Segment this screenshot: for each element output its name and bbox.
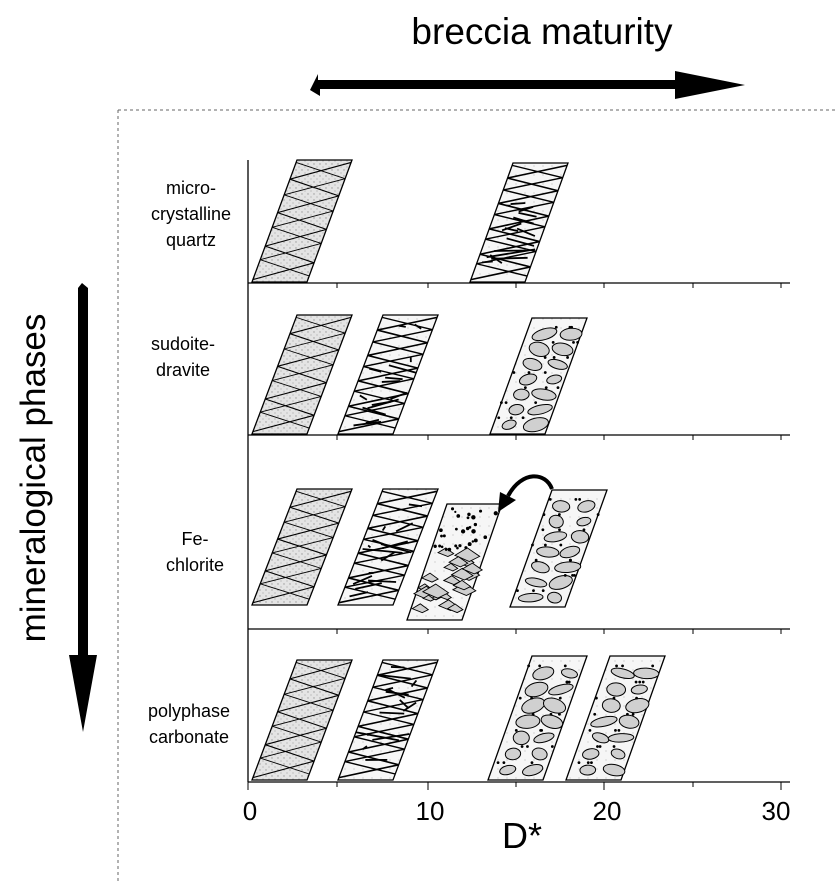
sketch-sudoite-2 (337, 314, 439, 435)
row-label-line: quartz (166, 230, 216, 250)
tick-marks (247, 283, 782, 790)
sketch-fechlorite-rubble (406, 503, 503, 621)
x-tick-30: 30 (762, 796, 791, 826)
row-label-line: polyphase (148, 701, 230, 721)
sketch-carbonate-1 (251, 659, 353, 781)
figure-frame (117, 109, 838, 884)
sketch-carbonate-4 (565, 655, 666, 781)
row-label-sudoite: sudoite- dravite (151, 334, 215, 380)
sketch-quartz-mature (469, 162, 569, 283)
row-baselines (247, 160, 790, 783)
sketch-quartz-early (251, 159, 353, 283)
left-arrow-label: mineralogical phases (14, 314, 53, 643)
row-label-line: crystalline (151, 204, 231, 224)
x-tick-0: 0 (243, 796, 257, 826)
top-arrow-label: breccia maturity (411, 11, 673, 52)
x-tick-20: 20 (593, 796, 622, 826)
row-label-line: chlorite (166, 555, 224, 575)
row-label-line: micro- (166, 178, 216, 198)
x-axis-label: D* (502, 815, 542, 856)
row-label-line: Fe- (182, 529, 209, 549)
sketch-carbonate-3 (487, 655, 588, 781)
sketch-sudoite-1 (251, 314, 353, 435)
breccia-maturity-arrow (310, 71, 745, 99)
feedback-arrow (498, 474, 554, 512)
sketch-fechlorite-2 (337, 488, 439, 606)
mineralogical-phases-arrow (69, 283, 97, 732)
row-label-carbonate: polyphase carbonate (148, 701, 230, 747)
row-label-line: carbonate (149, 727, 229, 747)
sketch-sudoite-3 (489, 317, 588, 435)
row-label-line: sudoite- (151, 334, 215, 354)
sketch-carbonate-2 (337, 659, 439, 781)
breccia-sketches (251, 159, 666, 781)
sketch-fechlorite-4 (509, 489, 608, 608)
row-label-quartz: micro- crystalline quartz (151, 178, 231, 250)
row-label-fe-chlorite: Fe- chlorite (166, 529, 224, 575)
sketch-fechlorite-1 (251, 488, 353, 606)
x-tick-10: 10 (416, 796, 445, 826)
row-label-line: dravite (156, 360, 210, 380)
